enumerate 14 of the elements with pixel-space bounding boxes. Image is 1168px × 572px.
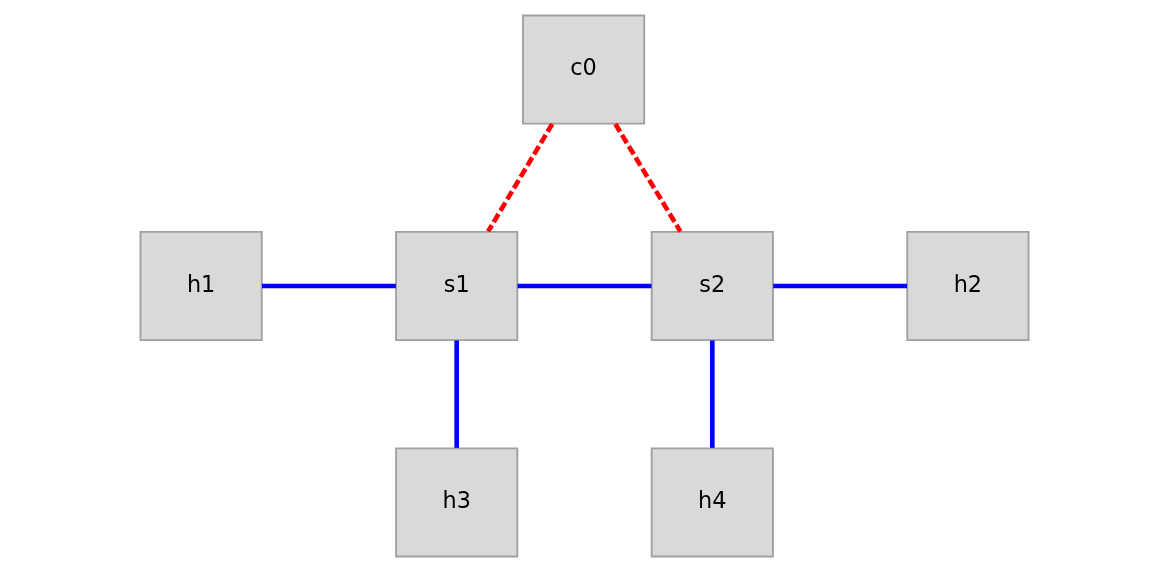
node-box: h2 <box>905 230 1029 342</box>
node-box: s1 <box>394 230 518 342</box>
connector <box>709 340 715 448</box>
connector <box>612 122 682 233</box>
connector <box>485 122 554 233</box>
node-box: c0 <box>521 14 645 125</box>
connector <box>772 283 907 289</box>
connector <box>453 340 459 448</box>
node-box: h3 <box>394 447 518 558</box>
node-box: h1 <box>139 230 263 342</box>
connector <box>517 283 651 289</box>
node-box: s2 <box>650 230 774 342</box>
node-box: h4 <box>650 447 774 558</box>
connector <box>261 283 396 289</box>
